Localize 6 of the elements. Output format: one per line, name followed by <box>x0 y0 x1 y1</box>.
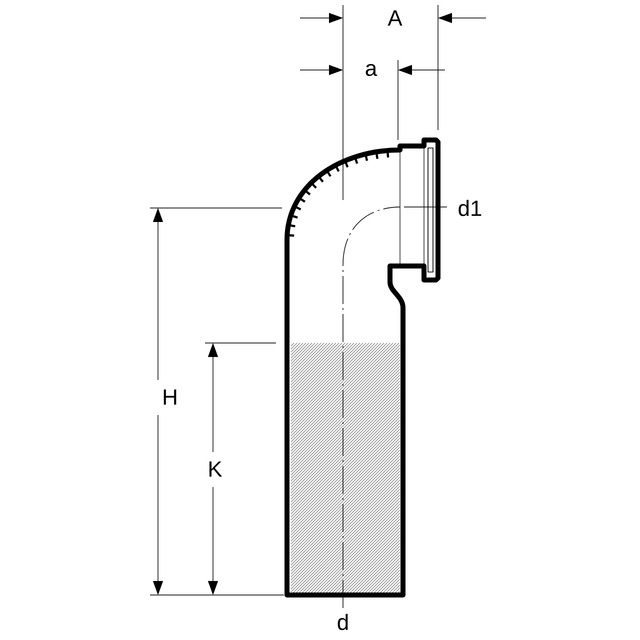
dimension-label: d1 <box>458 200 482 216</box>
dimension-label: H <box>164 389 176 405</box>
dimension-label: K <box>209 461 222 477</box>
dimension-label: A <box>388 10 402 26</box>
dimension-label: d <box>338 614 348 630</box>
dimension-label: a <box>366 64 378 76</box>
